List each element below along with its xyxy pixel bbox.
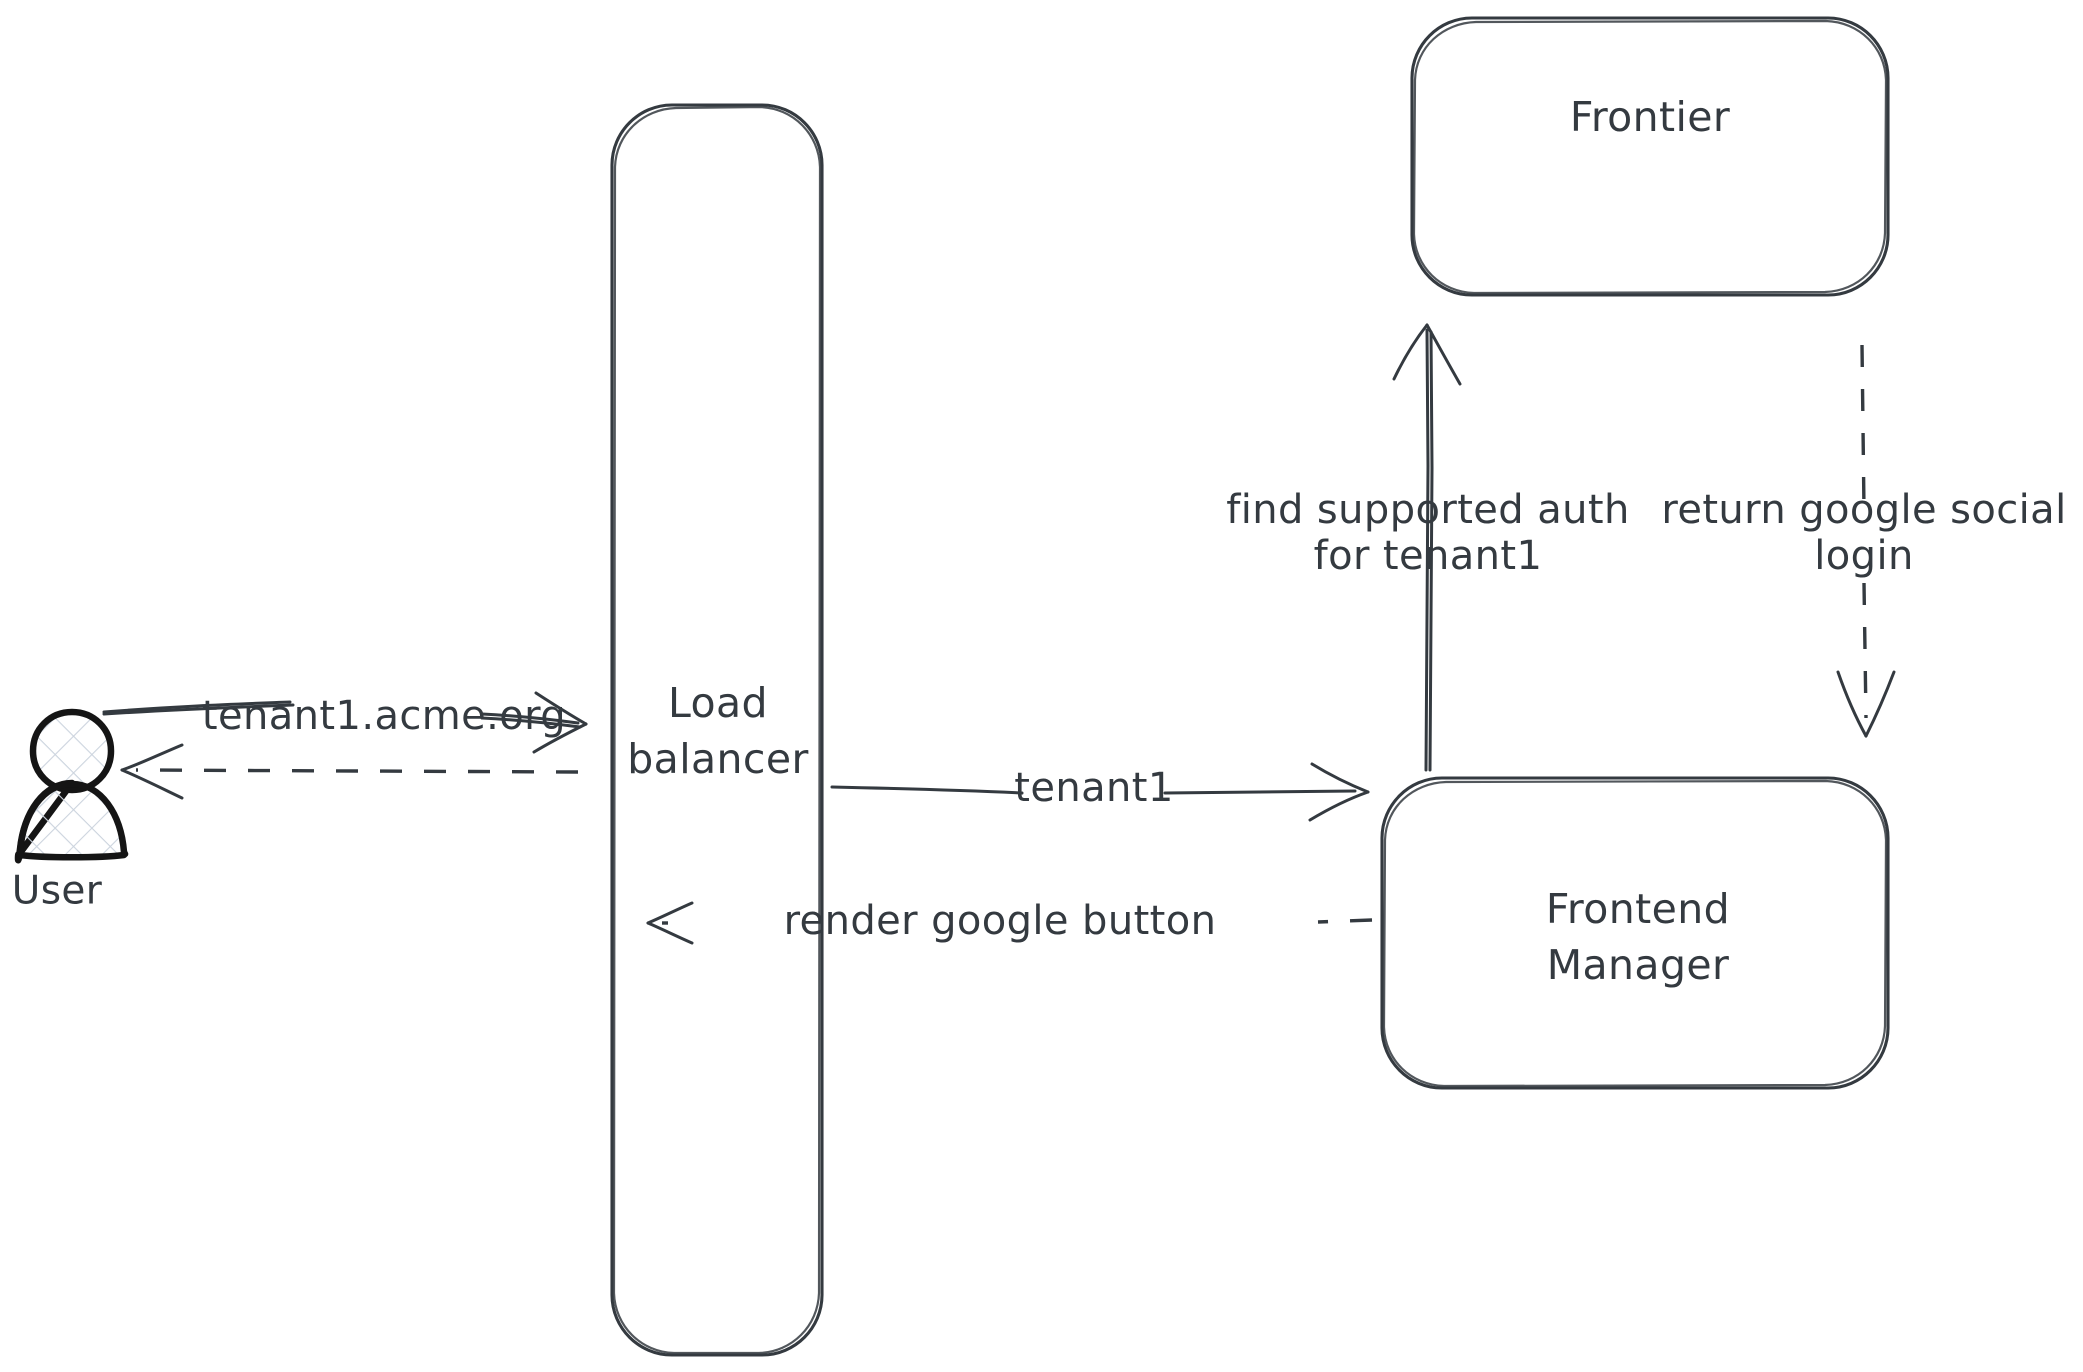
edge-label-tenant1-acme-org: tenant1.acme.org [202, 693, 566, 739]
edge-user-to-lb[interactable]: tenant1.acme.org [102, 691, 588, 754]
edge-frontier-to-fm[interactable]: return google social login [1661, 344, 2066, 738]
load-balancer-label-line1: Load [668, 679, 768, 727]
edge-fm-to-frontier[interactable]: find supported auth for tenant1 [1226, 323, 1629, 772]
node-frontend-manager[interactable]: Frontend Manager [1380, 776, 1890, 1090]
edge-label-render-google-button: render google button [784, 898, 1217, 944]
edge-label-find-supported-auth-line1: find supported auth [1226, 487, 1629, 533]
edge-fm-to-lb[interactable]: render google button [646, 898, 1373, 945]
load-balancer-label-line2: balancer [627, 735, 808, 783]
edge-lb-to-fm[interactable]: tenant1 [830, 762, 1370, 822]
edge-label-find-supported-auth-line2: for tenant1 [1314, 533, 1543, 579]
node-user[interactable]: User [12, 708, 129, 914]
node-load-balancer[interactable]: Load balancer [610, 103, 824, 1357]
edge-label-return-google-social-line2: login [1814, 533, 1913, 579]
frontend-manager-label-line2: Manager [1547, 941, 1730, 989]
user-label: User [12, 869, 103, 914]
node-frontier[interactable]: Frontier [1410, 16, 1890, 297]
frontier-label: Frontier [1570, 93, 1730, 141]
edge-lb-to-user[interactable] [120, 743, 579, 800]
person-icon [14, 708, 129, 864]
edge-label-tenant1: tenant1 [1014, 765, 1173, 811]
edge-label-return-google-social-line1: return google social [1661, 487, 2066, 533]
frontend-manager-label-line1: Frontend [1546, 885, 1730, 933]
